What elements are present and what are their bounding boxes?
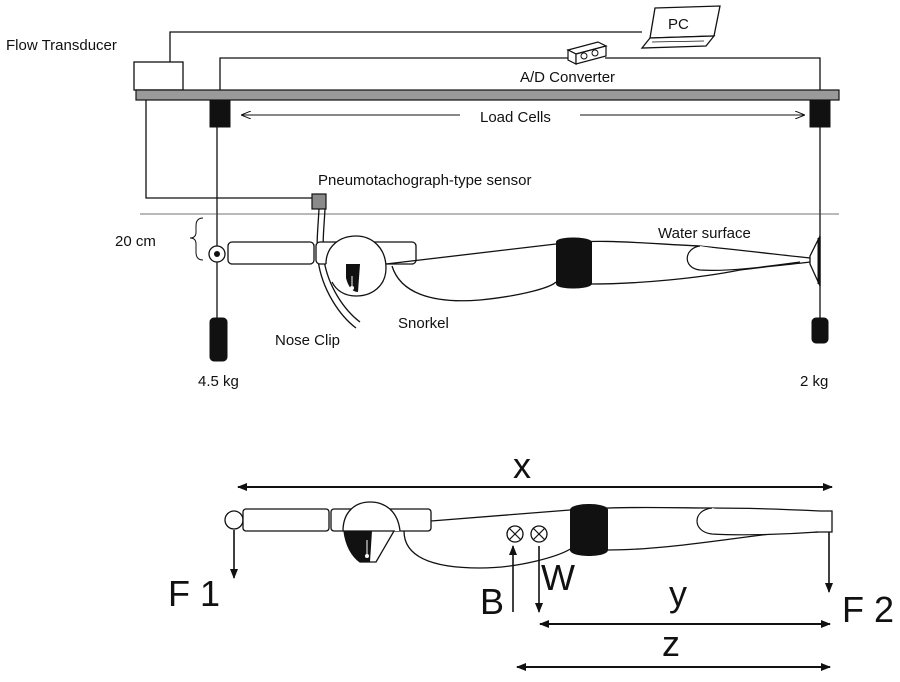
weight-centre-icon	[530, 525, 548, 543]
z-label: z	[662, 623, 680, 664]
pc-icon	[640, 5, 721, 49]
depth-label: 20 cm	[115, 233, 156, 250]
pc-label: PC	[668, 16, 689, 33]
load-cells-label: Load Cells	[480, 109, 551, 126]
flow-transducer-label: Flow Transducer	[6, 37, 117, 54]
w-label: W	[541, 557, 575, 598]
flow-transducer-box	[133, 61, 184, 91]
pneumotachograph-sensor	[311, 193, 327, 210]
ad-converter-label: A/D Converter	[520, 69, 615, 86]
weight-right-label: 2 kg	[800, 373, 828, 390]
weight-right	[811, 317, 829, 344]
depth-bracket	[189, 217, 204, 261]
swimmer-bottom	[224, 501, 833, 569]
ad-converter-icon	[566, 41, 608, 65]
x-label: x	[513, 445, 531, 486]
water-surface-label: Water surface	[658, 225, 751, 242]
weight-left-label: 4.5 kg	[198, 373, 239, 390]
f2-label: F 2	[842, 589, 894, 630]
load-cell-right	[809, 99, 831, 128]
signal-wires	[145, 31, 821, 199]
nose-clip-label: Nose Clip	[275, 332, 340, 349]
y-label: y	[669, 573, 687, 614]
b-label: B	[480, 581, 504, 622]
load-cell-left	[209, 99, 231, 128]
f1-label: F 1	[168, 573, 220, 614]
support-beam	[135, 89, 840, 101]
swimmer-top	[208, 235, 821, 302]
snorkel-label: Snorkel	[398, 315, 449, 332]
weight-left	[209, 317, 228, 362]
buoyancy-centre-icon	[506, 525, 524, 543]
sensor-label: Pneumotachograph-type sensor	[318, 172, 531, 189]
